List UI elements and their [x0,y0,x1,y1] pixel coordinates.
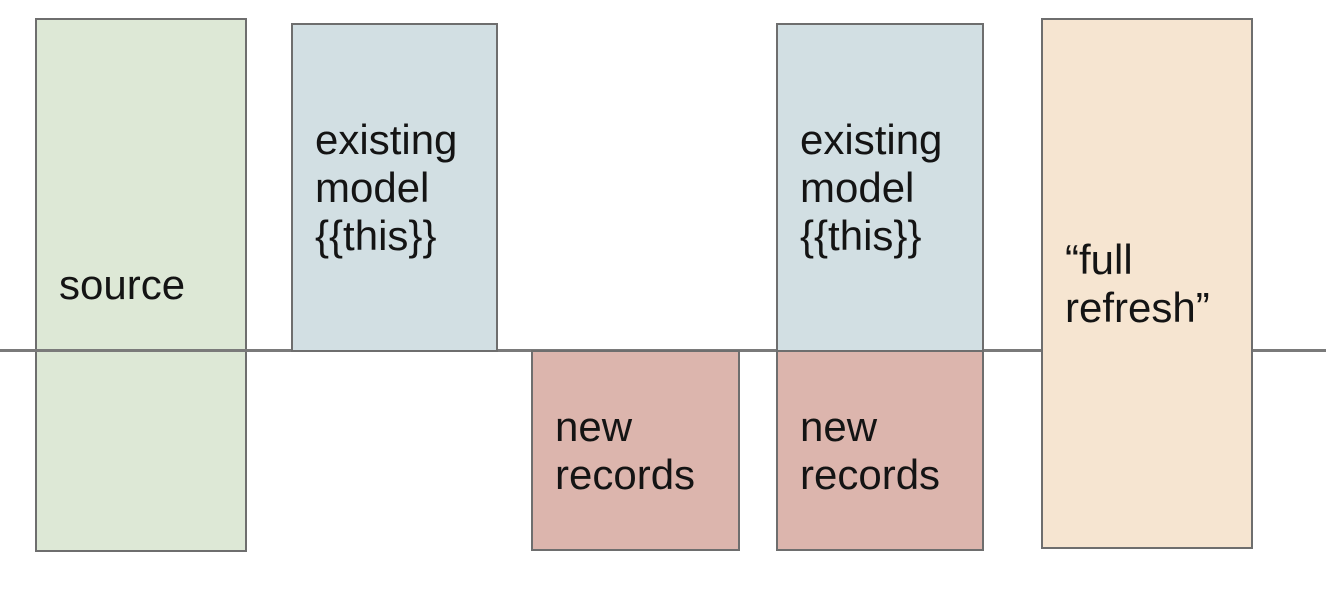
box-label-line: new [555,402,633,450]
box-label-line: model [315,163,430,211]
box-existing-model-1-label: existing model {{this}} [315,116,457,260]
box-label-line: model [800,163,915,211]
box-source: source [35,18,247,552]
box-full-refresh-label: “full refresh” [1065,236,1210,332]
box-label-line: existing [315,115,458,163]
box-label-line: “full [1065,235,1133,283]
box-existing-model-1: existing model {{this}} [291,23,498,352]
box-existing-model-2-label: existing model {{this}} [800,116,942,260]
box-label-line: source [59,261,186,308]
box-new-records-2: new records [776,350,984,551]
box-source-label: source [59,261,185,309]
box-label-line: {{this}} [800,211,922,259]
box-label-line: existing [800,115,943,163]
box-existing-model-2: existing model {{this}} [776,23,984,352]
box-new-records-1: new records [531,350,740,551]
box-full-refresh: “full refresh” [1041,18,1253,549]
box-label-line: new [800,402,878,450]
box-new-records-1-label: new records [555,403,695,499]
box-new-records-2-label: new records [800,403,940,499]
box-label-line: records [800,450,941,498]
box-label-line: refresh” [1065,283,1210,331]
box-label-line: {{this}} [315,211,437,259]
box-label-line: records [555,450,696,498]
